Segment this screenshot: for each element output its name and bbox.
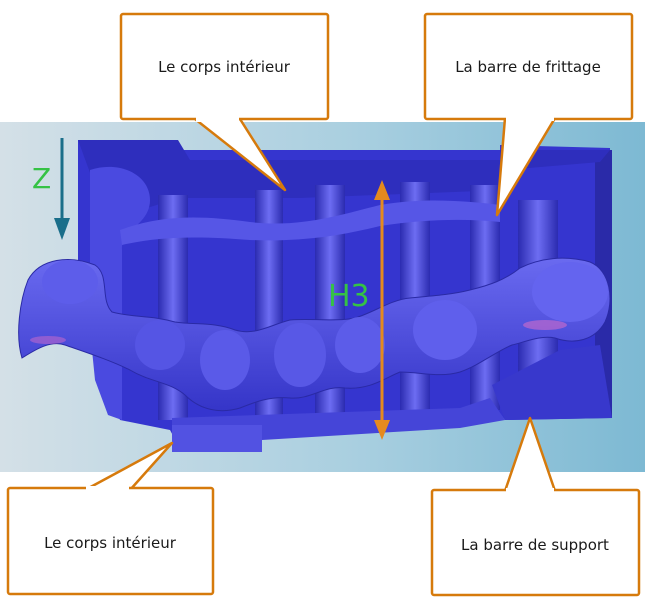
tooth xyxy=(532,262,608,322)
support-bar xyxy=(492,345,612,420)
h3-arrowhead-top xyxy=(374,180,390,200)
z-axis-arrowhead xyxy=(54,218,70,240)
tooth xyxy=(335,317,385,373)
h3-arrowhead-bottom xyxy=(374,420,390,440)
tooth xyxy=(200,330,250,390)
tooth-highlight xyxy=(523,320,567,330)
tooth xyxy=(42,260,98,304)
tooth xyxy=(274,323,326,387)
h3-label: H3 xyxy=(328,279,370,314)
tooth xyxy=(413,300,477,360)
inner-body-ridge xyxy=(120,200,500,245)
callout-bottom-right-text: La barre de support xyxy=(461,536,609,554)
callout-top-right-text: La barre de frittage xyxy=(455,58,601,76)
tooth-highlight xyxy=(30,336,66,344)
sintering-block-top-face xyxy=(78,140,610,210)
tooth xyxy=(135,320,185,370)
callout-bottom-left-text: Le corps intérieur xyxy=(44,534,177,552)
inner-body-bottom-block xyxy=(172,425,262,452)
z-axis-label: Z xyxy=(32,162,51,195)
callout-top-left-text: Le corps intérieur xyxy=(158,58,291,76)
